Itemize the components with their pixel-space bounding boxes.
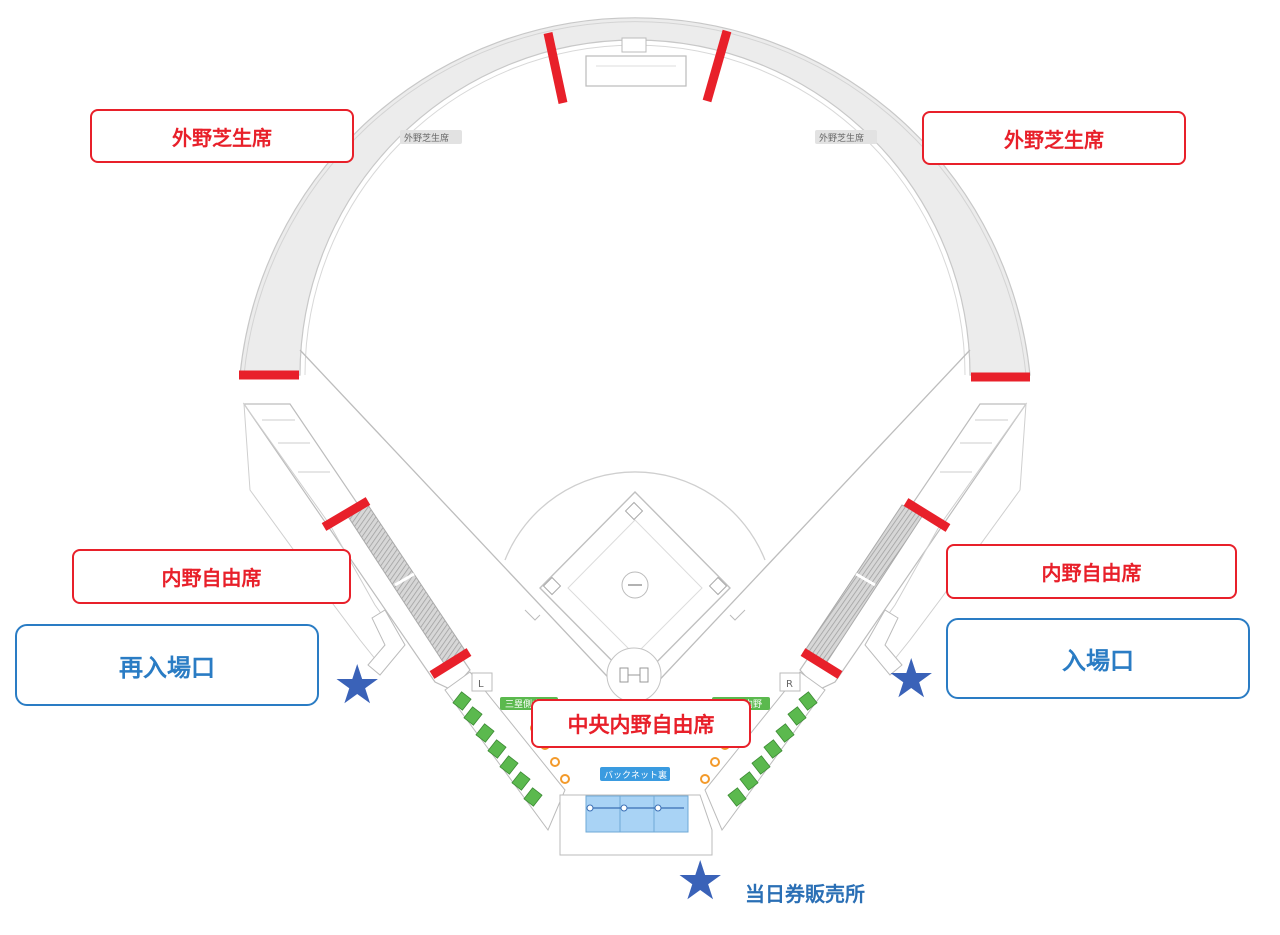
- star-icon: ★: [676, 849, 725, 912]
- infield-free-right-label: 内野自由席: [946, 544, 1237, 599]
- outfield-outer-ring: [243, 21, 1027, 376]
- star-icon: ★: [887, 647, 936, 710]
- star-icon: ★: [333, 653, 382, 716]
- backnet-tag: [600, 767, 670, 781]
- scoreboard-top: [621, 37, 647, 53]
- third-base: [542, 576, 562, 596]
- section-boundary-markers: [239, 29, 1030, 679]
- reentry-gate-label: 再入場口: [15, 624, 319, 706]
- foul-marker-right: R: [786, 679, 793, 690]
- outfield-lawn-left-label: 外野芝生席: [90, 109, 354, 163]
- infield-free-left-label: 内野自由席: [72, 549, 351, 604]
- scoreboard: [585, 55, 687, 87]
- foul-marker-left: L: [478, 679, 484, 690]
- entrance-gate-label: 入場口: [946, 618, 1250, 699]
- third-base-green-seats: [452, 691, 543, 807]
- backnet-label: バックネット裏: [604, 769, 667, 781]
- center-infield-free-label: 中央内野自由席: [531, 699, 751, 748]
- right-entrance-path: [864, 609, 903, 676]
- left-entrance-path: [367, 609, 406, 676]
- outfield-map-label-right: 外野芝生席: [819, 132, 864, 144]
- foul-line-right: [649, 349, 971, 691]
- first-base: [708, 576, 728, 596]
- ticket-office-label: 当日券販売所: [745, 882, 865, 906]
- outfield-lawn-right-label: 外野芝生席: [922, 111, 1186, 165]
- outfield-map-label-left: 外野芝生席: [404, 132, 449, 144]
- infield-arc: [504, 471, 766, 561]
- backnet-seats: [585, 795, 689, 833]
- first-base-green-seats: [727, 691, 818, 807]
- foul-line-left: [299, 349, 621, 691]
- second-base: [624, 501, 644, 521]
